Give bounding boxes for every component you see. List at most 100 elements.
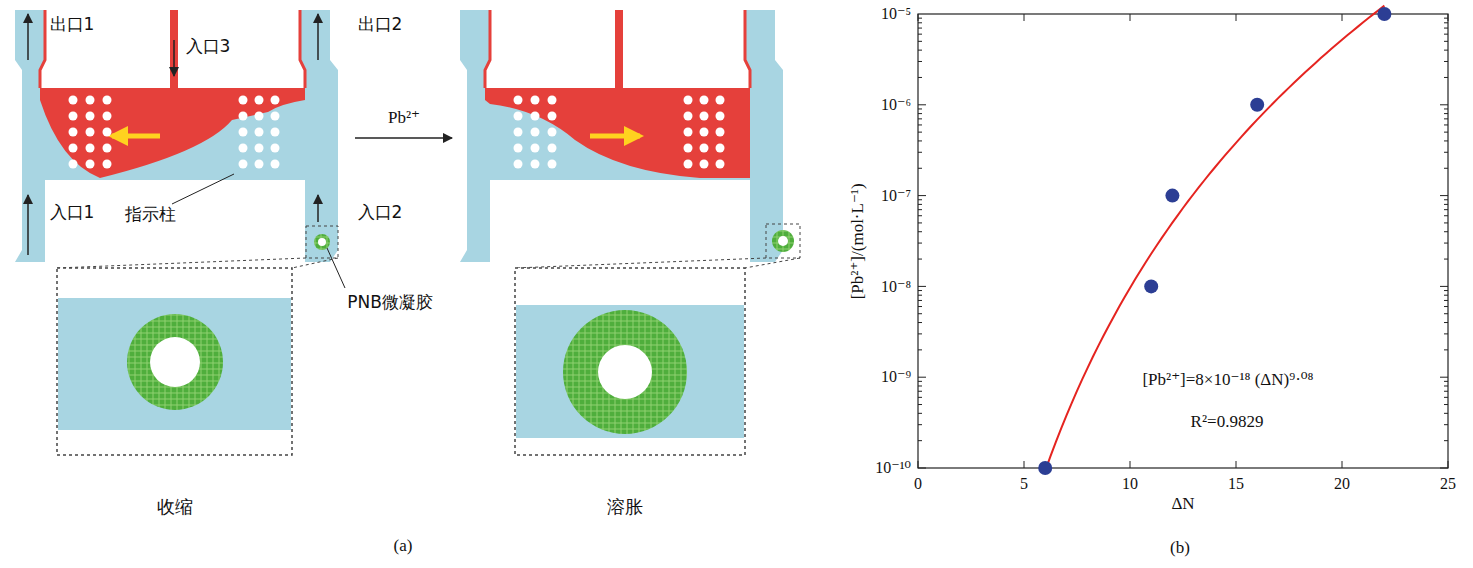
- tick-label: 5: [1020, 475, 1028, 493]
- y-tick: [1444, 397, 1448, 398]
- indicator-pillar: [716, 96, 725, 105]
- y-tick: [1440, 377, 1448, 378]
- state-label: 溶胀: [607, 497, 643, 517]
- panel-label: (b): [1170, 539, 1190, 558]
- y-tick: [918, 377, 926, 378]
- indicator-pillar: [103, 144, 112, 153]
- y-tick: [1444, 404, 1448, 405]
- port-label: 出口2: [358, 15, 403, 34]
- x-tick: [1236, 461, 1237, 468]
- indicator-pillar: [548, 96, 557, 105]
- data-point: [1144, 279, 1158, 293]
- indicator-pillar: [548, 112, 557, 121]
- y-tick: [1444, 77, 1448, 78]
- y-tick: [918, 118, 922, 119]
- y-tick: [1440, 195, 1448, 196]
- y-tick: [918, 22, 922, 23]
- x-tick: [1448, 461, 1449, 468]
- y-tick: [1444, 118, 1448, 119]
- y-tick: [1444, 295, 1448, 296]
- y-tick: [918, 104, 926, 105]
- indicator-pillar: [103, 96, 112, 105]
- indicator-pillar: [271, 144, 280, 153]
- y-tick: [1444, 349, 1448, 350]
- y-tick: [1444, 222, 1448, 223]
- x-tick: [1024, 461, 1025, 468]
- axis-title: ΔN: [1171, 495, 1194, 514]
- indicator-pillar: [255, 128, 264, 137]
- indicator-pillar: [69, 144, 78, 153]
- indicator-pillar: [548, 128, 557, 137]
- y-tick: [918, 391, 922, 392]
- panel-label: (a): [394, 537, 413, 556]
- y-tick: [918, 243, 922, 244]
- y-tick: [1444, 28, 1448, 29]
- y-tick: [1444, 61, 1448, 62]
- y-tick: [1440, 104, 1448, 105]
- indicator-pillar: [239, 112, 248, 121]
- annotation: R²=0.9829: [1191, 413, 1264, 432]
- y-tick: [918, 231, 922, 232]
- indicator-pillar: [700, 128, 709, 137]
- y-tick: [918, 290, 922, 291]
- x-tick: [1448, 14, 1449, 21]
- tick-label: 10⁻⁵: [881, 5, 911, 23]
- y-tick: [1440, 286, 1448, 287]
- tick-label: 15: [1228, 475, 1244, 493]
- indicator-pillar: [271, 128, 280, 137]
- annotation: [Pb²⁺]=8×10⁻¹⁸ (ΔN)⁹·⁰⁸: [1142, 371, 1313, 390]
- indicator-pillar: [271, 160, 280, 169]
- indicator-pillar: [700, 144, 709, 153]
- y-tick: [918, 381, 922, 382]
- x-tick: [1024, 14, 1025, 21]
- y-tick: [918, 140, 922, 141]
- indicator-pillar: [255, 96, 264, 105]
- indicator-pillar: [716, 112, 725, 121]
- y-tick: [1444, 333, 1448, 334]
- indicator-pillar: [531, 160, 540, 169]
- port-label: 出口1: [50, 15, 95, 34]
- y-tick: [918, 113, 922, 114]
- x-tick: [1342, 461, 1343, 468]
- indicator-pillar: [514, 160, 523, 169]
- y-tick: [1444, 132, 1448, 133]
- indicator-pillar: [514, 112, 523, 121]
- y-tick: [918, 152, 922, 153]
- indicator-pillar: [86, 128, 95, 137]
- y-tick: [1444, 204, 1448, 205]
- y-tick: [918, 50, 922, 51]
- y-tick: [918, 108, 922, 109]
- indicator-pillar: [103, 128, 112, 137]
- tick-label: 0: [914, 475, 922, 493]
- indicator-pillar: [255, 160, 264, 169]
- y-tick: [918, 215, 922, 216]
- indicator-pillar: [684, 112, 693, 121]
- indicator-pillar: [239, 160, 248, 169]
- y-tick: [918, 209, 922, 210]
- tick-label: 10⁻⁶: [881, 96, 911, 114]
- y-tick: [918, 34, 922, 35]
- y-tick: [918, 204, 922, 205]
- data-point: [1038, 461, 1052, 475]
- indicator-pillar: [514, 96, 523, 105]
- reagent-label: Pb²⁺: [388, 109, 420, 128]
- indicator-pillar: [700, 96, 709, 105]
- y-tick: [1444, 440, 1448, 441]
- y-tick: [1444, 209, 1448, 210]
- y-tick: [1444, 50, 1448, 51]
- y-tick: [1444, 124, 1448, 125]
- indicator-pillar: [531, 128, 540, 137]
- y-tick: [918, 28, 922, 29]
- y-tick: [918, 424, 922, 425]
- x-tick: [918, 14, 919, 21]
- y-tick: [918, 322, 922, 323]
- y-tick: [1444, 306, 1448, 307]
- y-tick: [918, 404, 922, 405]
- y-tick: [1444, 322, 1448, 323]
- y-tick: [1444, 381, 1448, 382]
- indicator-pillar: [69, 160, 78, 169]
- y-tick: [918, 313, 922, 314]
- y-tick: [918, 259, 922, 260]
- y-tick: [1444, 259, 1448, 260]
